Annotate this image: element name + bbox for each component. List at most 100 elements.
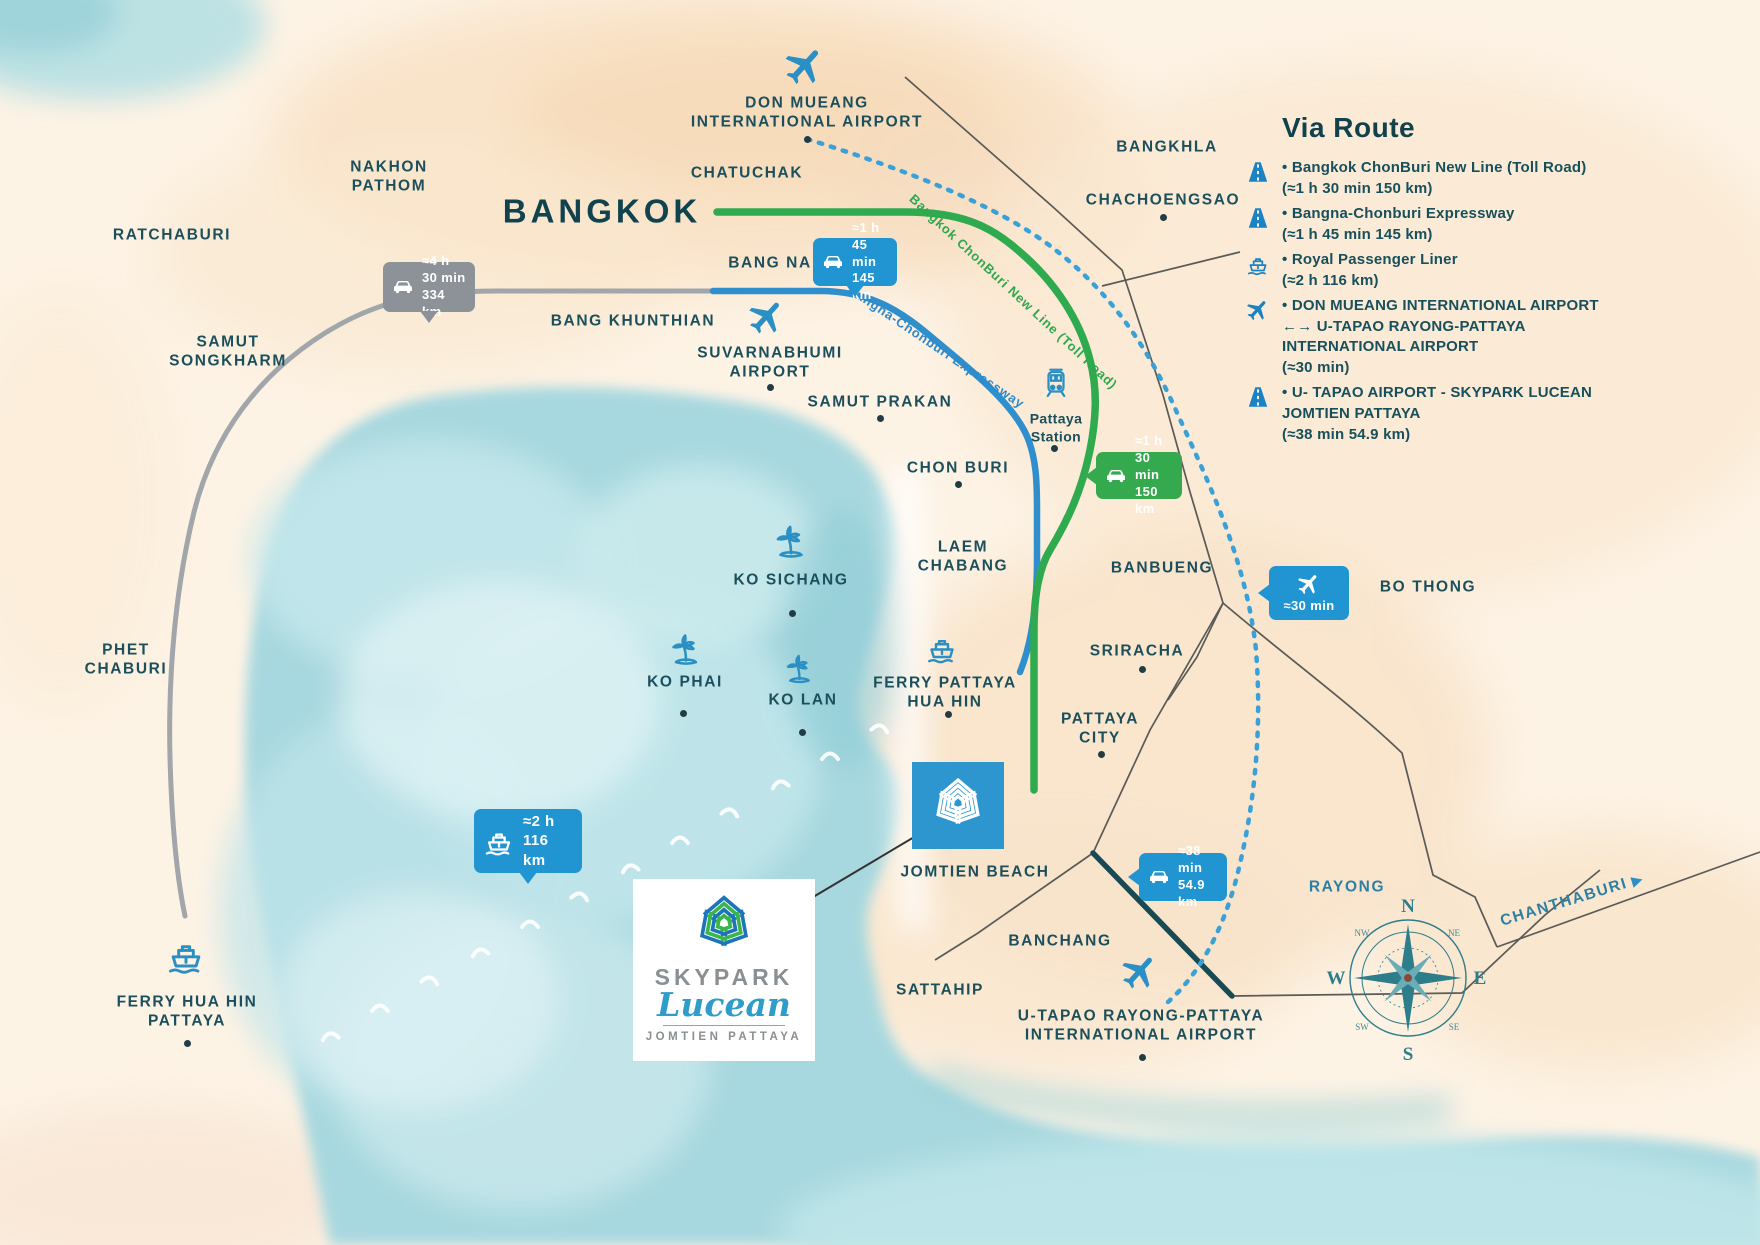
brand-subtitle: JOMTIEN PATTAYA — [645, 1031, 803, 1043]
plane-icon — [1296, 571, 1322, 597]
place-dot — [798, 728, 806, 736]
compass-rose: N E S W NE SE SW NW — [1327, 896, 1487, 1065]
label-samut-prakan: SAMUT PRAKAN — [808, 392, 953, 411]
label-phet-chaburi: PHET CHABURI — [85, 641, 168, 680]
compass-nw: NW — [1355, 928, 1370, 938]
place-dot — [803, 135, 811, 143]
legend-item-text: • Royal Passenger Liner(≈2 h 116 km) — [1282, 251, 1458, 289]
label-line: INTERNATIONAL AIRPORT — [1024, 1027, 1258, 1044]
label-laem-chabang: LAEM CHABANG — [918, 538, 1008, 577]
brand-name: SKYPARK — [654, 964, 794, 990]
label-line: BANCHANG — [1008, 932, 1112, 950]
minor-roads — [904, 76, 1760, 997]
label-line: BANGKOK — [502, 192, 702, 230]
label-bangkok: BANGKOK — [503, 190, 702, 231]
legend-item-1: • Bangna-Chonburi Expressway(≈1 h 45 min… — [1245, 204, 1725, 245]
highway-icon — [1245, 159, 1271, 185]
badge-pointer — [420, 311, 438, 323]
label-line: CHABANG — [917, 558, 1009, 575]
label-sattahip: SATTAHIP — [896, 980, 984, 999]
label-line: CHATUCHAK — [690, 164, 804, 182]
place-dot — [1159, 213, 1167, 221]
skypark-logo-icon — [929, 774, 987, 837]
label-chachoengsao: CHACHOENGSAO — [1086, 190, 1240, 209]
label-line: NAKHON — [350, 158, 428, 176]
bangkok-chonburi-new-line — [713, 208, 1099, 794]
label-line: SRIRACHA — [1089, 642, 1185, 660]
label-line: PATHOM — [351, 178, 427, 195]
label-ko-phai: KO PHAI — [647, 672, 723, 691]
gray-drive-route — [167, 288, 716, 919]
plane-icon — [782, 43, 828, 89]
highway-icon — [1245, 205, 1271, 231]
compass-n: N — [1401, 896, 1415, 917]
label-banbueng: BANBUENG — [1111, 558, 1213, 577]
place-dot — [944, 710, 952, 718]
legend-title: Via Route — [1282, 112, 1416, 143]
label-line: DON MUEANG — [745, 94, 869, 112]
label-line: AIRPORT — [729, 364, 811, 381]
label-line: BO THONG — [1379, 578, 1477, 596]
label-line: BANG KHUNTHIAN — [550, 312, 716, 330]
label-line: BANG NA — [728, 254, 812, 272]
compass-sw: SW — [1355, 1022, 1369, 1032]
badge-pointer — [1128, 868, 1140, 886]
label-line: FERRY HUA HIN — [116, 993, 258, 1011]
legend-item-text: • DON MUEANG INTERNATIONAL AIRPORT←→ U-T… — [1282, 297, 1599, 376]
compass-s: S — [1403, 1044, 1414, 1065]
label-chon-buri: CHON BURI — [907, 458, 1009, 477]
badge-text: ≈30 min — [1283, 598, 1335, 614]
badge-pointer — [846, 285, 864, 297]
label-line: RATCHABURI — [112, 226, 232, 244]
ferry-icon — [924, 630, 960, 666]
via-route-legend: Via Route • Bangkok ChonBuri New Line (T… — [1245, 112, 1725, 450]
plane-icon — [1245, 297, 1271, 323]
compass-e: E — [1474, 968, 1487, 989]
label-line: RAYONG — [1308, 878, 1386, 896]
badge-pointer — [519, 872, 537, 884]
label-line: FERRY PATTAYA — [873, 674, 1017, 692]
label-line: PHET — [102, 641, 150, 659]
label-bang-na: BANG NA — [728, 253, 812, 272]
plane-icon — [1119, 951, 1161, 993]
badge-pointer — [1085, 466, 1097, 485]
jomtien-beach-marker — [912, 762, 1004, 849]
place-dot — [1097, 750, 1105, 758]
label-chatuchak: CHATUCHAK — [691, 163, 803, 182]
place-dot — [1138, 1053, 1146, 1061]
label-line: JOMTIEN BEACH — [900, 863, 1050, 881]
label-ratchaburi: RATCHABURI — [113, 225, 231, 244]
place-dot — [954, 480, 962, 488]
label-bangkhla: BANGKHLA — [1116, 137, 1218, 156]
label-bo-thong: BO THONG — [1380, 577, 1476, 596]
flight-route-dotted — [804, 136, 1261, 1005]
badge-fly-30min: ≈30 min — [1258, 566, 1349, 620]
label-line: LAEM — [937, 538, 989, 556]
label-line: KO SICHANG — [733, 571, 849, 589]
place-dot — [766, 383, 774, 391]
car-icon — [1104, 464, 1128, 488]
label-rayong: RAYONG — [1309, 877, 1385, 896]
label-line: BANGKHLA — [1116, 138, 1218, 156]
label-line: PATTAYA — [1060, 710, 1140, 728]
place-dot — [1138, 665, 1146, 673]
label-line: HUA HIN — [907, 694, 983, 711]
label-line: KO LAN — [768, 691, 838, 709]
label-line: CHON BURI — [906, 459, 1010, 477]
place-dot — [876, 414, 884, 422]
skypark-brand-card: SKYPARK Lucean JOMTIEN PATTAYA — [633, 879, 815, 1061]
label-line: SATTAHIP — [896, 981, 984, 999]
label-line: CHABURI — [84, 661, 168, 678]
label-line: Station — [1030, 428, 1082, 444]
